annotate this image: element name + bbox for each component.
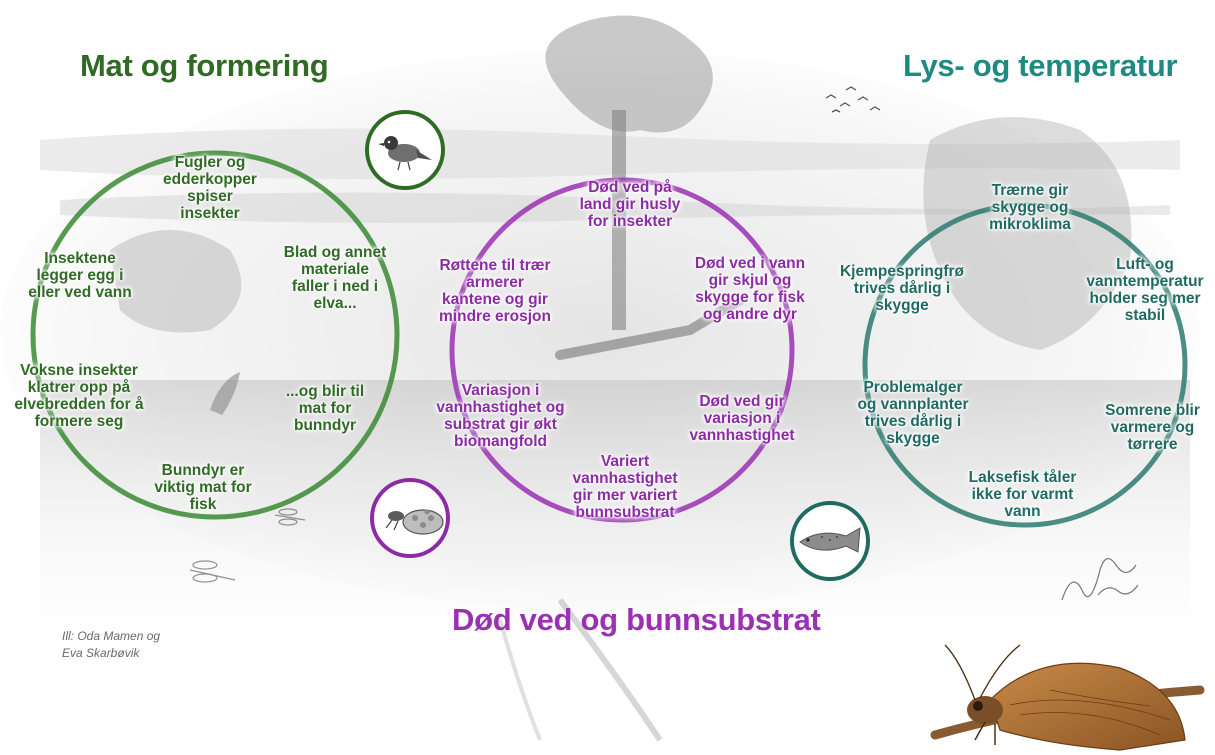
green-label-insects-lay-eggs: Insektene legger egg i eller ved vann	[20, 250, 140, 301]
green-label-food-for-benthos: ...og blir til mat for bunndyr	[275, 383, 375, 434]
green-label-leaves-fall: Blad og annet materiale faller i ned i e…	[275, 244, 395, 312]
purple-label-roots-reduce-erosion: Røttene til trær armerer kantene og gir …	[430, 257, 560, 325]
title-food-and-reproduction: Mat og formering	[80, 48, 328, 84]
title-dead-wood-and-substrate: Død ved og bunnsubstrat	[452, 602, 821, 638]
teal-label-himalayan-balsam: Kjempespringfrø trives dårlig i skygge	[832, 263, 972, 314]
bird-icon	[367, 112, 443, 188]
purple-label-dead-wood-in-water: Død ved i vann gir skjul og skygge for f…	[685, 255, 815, 323]
illustration-credit: Ill: Oda Mamen og Eva Skarbøvik	[62, 628, 222, 662]
green-label-adults-climb: Voksne insekter klatrer opp på elvebredd…	[4, 362, 154, 430]
purple-label-velocity-variation: Død ved gir variasjon i vannhastighet	[682, 393, 802, 444]
teal-label-stable-temperature: Luft- og vanntemperatur holder seg mer s…	[1075, 256, 1215, 324]
salmon-fish-icon	[792, 503, 868, 579]
green-label-benthos-feed-fish: Bunndyr er viktig mat for fisk	[143, 462, 263, 513]
title-light-and-temperature: Lys- og temperatur	[903, 48, 1177, 84]
teal-label-salmon-heat: Laksefisk tåler ikke for varmt vann	[960, 469, 1085, 520]
purple-label-dead-wood-shelter: Død ved på land gir husly for insekter	[570, 179, 690, 230]
teal-label-algae-shade: Problemalger og vannplanter trives dårli…	[848, 379, 978, 447]
purple-label-biodiversity: Variasjon i vannhastighet og substrat gi…	[428, 382, 573, 450]
teal-label-warmer-summers: Somrene blir varmere og tørrere	[1095, 402, 1210, 453]
teal-label-trees-give-shade: Trærne gir skygge og mikroklima	[970, 182, 1090, 233]
purple-label-varied-substrate: Variert vannhastighet gir mer variert bu…	[560, 453, 690, 521]
green-label-birds-eat-insects: Fugler og edderkopper spiser insekter	[150, 154, 270, 222]
caddisfly-larva-icon	[372, 480, 448, 556]
